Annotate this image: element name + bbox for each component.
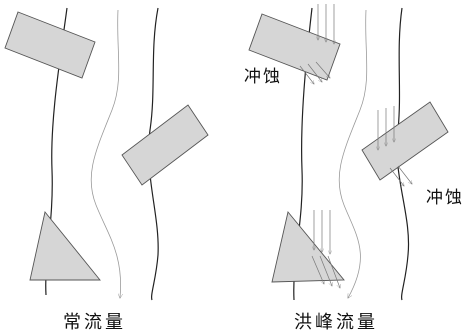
flood-flow-panel: 冲蚀 冲蚀 洪峰流量 <box>244 4 464 333</box>
normal-flow-line <box>90 9 121 298</box>
erosion-arrows-upper <box>299 4 334 84</box>
flood-obstacle-triangle <box>271 211 345 283</box>
right-bank-east <box>396 7 410 301</box>
flood-flow-line <box>338 9 368 298</box>
erosion-label-right: 冲蚀 <box>426 188 464 208</box>
obstacle-triangle <box>29 210 101 281</box>
erosion-arrows-triangle <box>311 210 340 288</box>
obstacle-rect-middle <box>121 104 209 186</box>
normal-flow-panel: 常流量 <box>4 7 209 333</box>
flood-obstacle-rect-middle <box>361 101 449 181</box>
caption-normal-flow: 常流量 <box>63 312 126 333</box>
obstacle-rect-upper <box>4 11 96 79</box>
caption-flood-flow: 洪峰流量 <box>294 312 378 333</box>
erosion-label-upper: 冲蚀 <box>244 67 282 87</box>
erosion-arrows-middle <box>378 106 412 186</box>
